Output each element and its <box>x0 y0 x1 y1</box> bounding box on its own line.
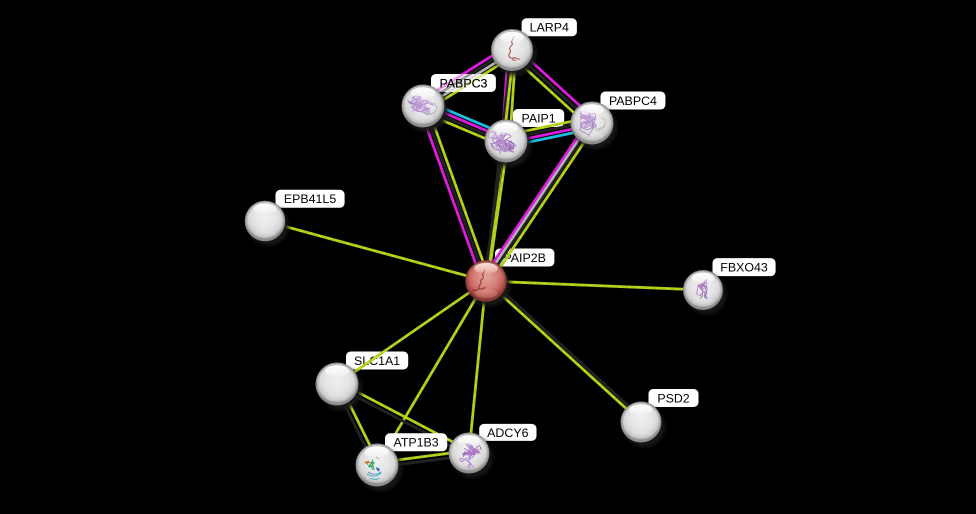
svg-text:PAIP2B: PAIP2B <box>503 251 545 265</box>
svg-text:PSD2: PSD2 <box>657 391 689 405</box>
svg-text:PABPC4: PABPC4 <box>609 94 657 108</box>
svg-text:PABPC3: PABPC3 <box>439 76 487 90</box>
svg-text:FBXO43: FBXO43 <box>720 261 768 275</box>
svg-text:EPB41L5: EPB41L5 <box>284 192 336 206</box>
svg-text:PAIP1: PAIP1 <box>521 111 555 125</box>
svg-text:PABPC3: PABPC3 <box>439 76 487 90</box>
svg-text:ADCY6: ADCY6 <box>487 426 528 440</box>
svg-text:ATP1B3: ATP1B3 <box>393 436 438 450</box>
svg-text:LARP4: LARP4 <box>530 21 569 35</box>
